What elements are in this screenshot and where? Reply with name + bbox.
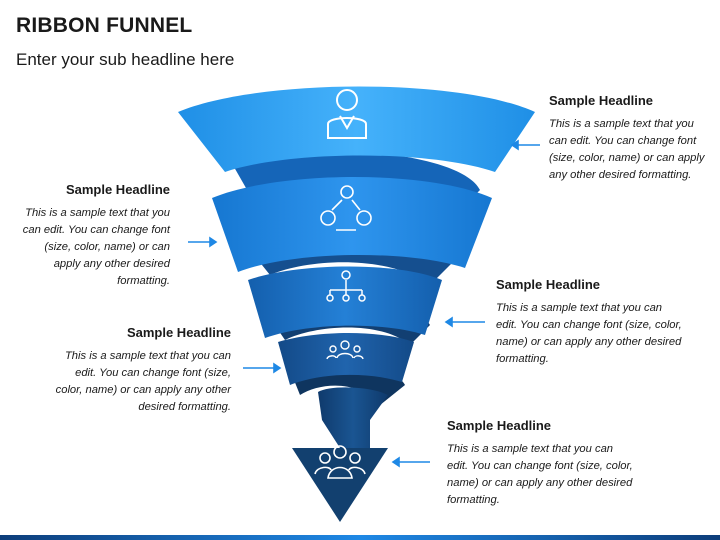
ribbon-band-4 [278,333,414,385]
ribbon-band-2 [212,177,492,272]
funnel-arrow-head [292,448,388,522]
footer-bar [0,535,720,540]
ribbon-band-3 [248,266,442,338]
group-icon [326,340,364,360]
arrow-5 [391,456,430,468]
step-5-text-block: Sample Headline This is a sample text th… [447,418,637,509]
arrow-3 [444,316,485,328]
step-2-text-block: Sample Headline This is a sample text th… [20,182,170,290]
step-4-body: This is a sample text that you can edit.… [55,350,231,413]
step-1-body: This is a sample text that you can edit.… [549,118,705,181]
step-4-headline: Sample Headline [126,325,231,340]
business-team-icon [314,445,366,479]
step-1-headline: Sample Headline [549,93,654,108]
arrow-2 [188,236,218,248]
person-icon [327,89,367,139]
org-chart-icon [326,270,366,302]
step-3-headline: Sample Headline [496,277,601,292]
step-3-text-block: Sample Headline This is a sample text th… [496,277,686,368]
page-subtitle: Enter your sub headline here [16,50,235,69]
step-3-body: This is a sample text that you can edit.… [496,302,682,365]
ribbon-band-1 [178,86,535,172]
team-connection-icon [320,185,372,231]
step-2-headline: Sample Headline [65,182,170,197]
step-2-body: This is a sample text that you can edit.… [22,207,170,287]
step-1-text-block: Sample Headline This is a sample text th… [549,93,714,184]
ribbon-tail [318,387,388,448]
step-5-body: This is a sample text that you can edit.… [447,443,633,506]
step-5-headline: Sample Headline [447,418,552,433]
arrow-1 [510,139,540,151]
arrow-4 [243,362,282,374]
step-4-text-block: Sample Headline This is a sample text th… [50,325,231,416]
page-title: RIBBON FUNNEL [16,14,193,37]
